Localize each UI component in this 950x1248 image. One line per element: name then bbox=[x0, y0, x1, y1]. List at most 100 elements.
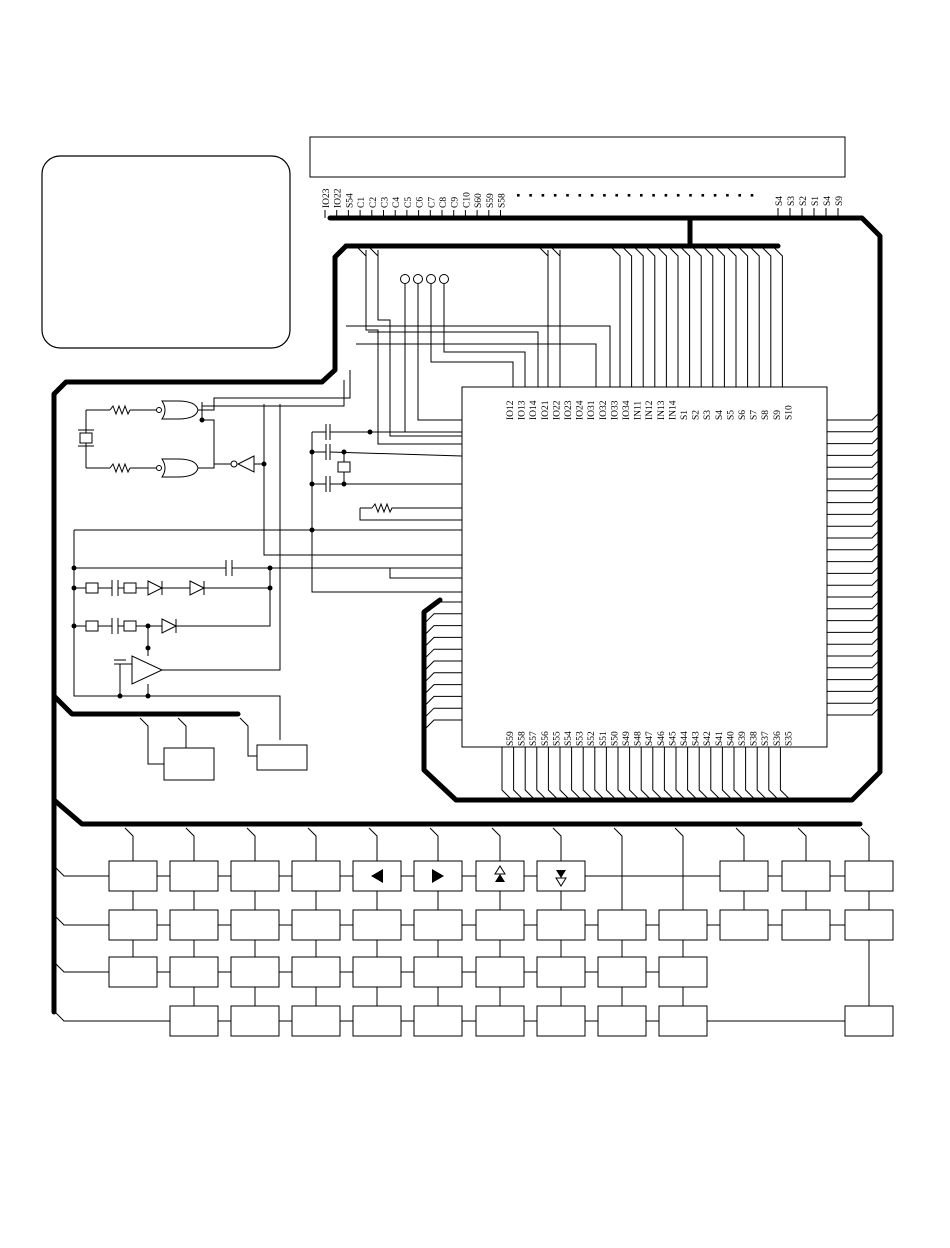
keypad-key[interactable] bbox=[659, 910, 707, 940]
keypad-key[interactable] bbox=[292, 957, 340, 987]
ic-bottom-trace bbox=[560, 747, 568, 798]
keypad-key[interactable] bbox=[845, 910, 893, 940]
ic-pin-label: S45 bbox=[668, 731, 678, 746]
note-box bbox=[42, 156, 290, 348]
ic-pin-label: S52 bbox=[587, 731, 597, 746]
keypad-key[interactable] bbox=[353, 957, 401, 987]
ic-right-trace bbox=[827, 589, 880, 597]
keypad-column-line bbox=[125, 828, 133, 972]
ic-left-trace bbox=[426, 614, 462, 622]
ic-bottom-trace bbox=[653, 747, 661, 798]
keypad-key[interactable] bbox=[353, 910, 401, 940]
ic-pin-label: S50 bbox=[610, 731, 620, 746]
ellipsis-dot bbox=[603, 194, 606, 197]
keypad-key[interactable] bbox=[292, 910, 340, 940]
ic-pin-label: S49 bbox=[622, 731, 632, 746]
keypad-key[interactable] bbox=[170, 910, 218, 940]
keypad-key[interactable] bbox=[476, 957, 524, 987]
ic-right-trace bbox=[827, 506, 880, 514]
keypad-key[interactable] bbox=[414, 1006, 462, 1036]
keypad-key[interactable] bbox=[231, 910, 279, 940]
ellipsis-dot bbox=[714, 194, 717, 197]
ic-pin-label: S38 bbox=[750, 731, 760, 746]
keypad-key[interactable] bbox=[170, 957, 218, 987]
keypad-key[interactable] bbox=[170, 861, 218, 891]
ic-bottom-trace bbox=[780, 747, 788, 798]
ic-pin-label: S47 bbox=[645, 731, 655, 746]
ic-pin-label: IO21 bbox=[541, 400, 551, 420]
ellipsis-dot bbox=[665, 194, 668, 197]
keypad-key[interactable] bbox=[231, 861, 279, 891]
keypad-key[interactable] bbox=[109, 910, 157, 940]
ic-pin-label: S43 bbox=[692, 731, 702, 746]
ic-pin-label: S4 bbox=[715, 410, 725, 420]
ic-left-trace bbox=[426, 661, 462, 669]
keypad-key[interactable] bbox=[353, 1006, 401, 1036]
keypad-key[interactable] bbox=[109, 957, 157, 987]
keypad-key[interactable] bbox=[537, 910, 585, 940]
ic-pin-label: S10 bbox=[784, 405, 794, 420]
ic-pin-label: IO34 bbox=[622, 400, 632, 420]
ic-pin-label: IN11 bbox=[634, 401, 644, 420]
keypad-key[interactable] bbox=[414, 957, 462, 987]
ic-pin-label: S5 bbox=[726, 410, 736, 420]
ellipsis-dot bbox=[640, 194, 643, 197]
bus-tick bbox=[552, 248, 560, 256]
ellipsis-dot bbox=[591, 194, 594, 197]
keypad-key[interactable] bbox=[292, 861, 340, 891]
ic-bottom-trace bbox=[514, 747, 522, 798]
connector-ellipsis-dots bbox=[517, 194, 753, 197]
keypad-key[interactable] bbox=[476, 1006, 524, 1036]
keypad-key[interactable] bbox=[782, 910, 830, 940]
ellipsis-dot bbox=[689, 194, 692, 197]
ic-left-trace bbox=[426, 649, 462, 657]
ic-pin-label: S54 bbox=[564, 731, 574, 746]
keypad-key[interactable] bbox=[659, 957, 707, 987]
connector-pin-label: C1 bbox=[357, 197, 367, 208]
ic-top-trace bbox=[774, 248, 782, 387]
keypad-key[interactable] bbox=[537, 957, 585, 987]
keypad-key[interactable] bbox=[170, 1006, 218, 1036]
keypad-key[interactable] bbox=[659, 1006, 707, 1036]
connector-pin-label: C5 bbox=[404, 197, 414, 208]
keypad-key[interactable] bbox=[720, 910, 768, 940]
keypad-key[interactable] bbox=[109, 861, 157, 891]
keypad-key[interactable] bbox=[414, 910, 462, 940]
ic-bottom-trace bbox=[676, 747, 684, 798]
ic-pin-label: S44 bbox=[680, 731, 690, 746]
ic-right-trace bbox=[827, 683, 880, 691]
keypad-key[interactable] bbox=[598, 910, 646, 940]
keypad-key[interactable] bbox=[845, 1006, 893, 1036]
ic-pin-label: IO13 bbox=[518, 400, 528, 420]
ic-bottom-pin-labels: S59S58S57S56S55S54S53S52S51S50S49S48S47S… bbox=[506, 731, 794, 746]
ellipsis-dot bbox=[542, 194, 545, 197]
ic-right-trace bbox=[827, 412, 880, 420]
ic-right-trace bbox=[827, 601, 880, 609]
keypad-key[interactable] bbox=[537, 1006, 585, 1036]
ic-pin-label: S37 bbox=[761, 731, 771, 746]
keypad-key[interactable] bbox=[720, 861, 768, 891]
keypad-key[interactable] bbox=[782, 861, 830, 891]
keypad-key[interactable] bbox=[598, 957, 646, 987]
connector-pin-label: S1 bbox=[811, 196, 821, 206]
ic-right-trace bbox=[827, 436, 880, 444]
ic-bottom-trace bbox=[606, 747, 614, 798]
connector-pin-label: S2 bbox=[799, 196, 809, 206]
keypad-key[interactable] bbox=[598, 1006, 646, 1036]
ic-bottom-trace bbox=[711, 747, 719, 798]
connector-pin-label: S58 bbox=[498, 193, 508, 208]
connector-pin-label: C2 bbox=[369, 197, 379, 208]
keypad-key[interactable] bbox=[845, 861, 893, 891]
connector-pin-label: C10 bbox=[462, 192, 472, 208]
keypad-key[interactable] bbox=[231, 957, 279, 987]
ic-bottom-trace bbox=[548, 747, 556, 798]
keypad-key[interactable] bbox=[231, 1006, 279, 1036]
ic-pin-label: S46 bbox=[657, 731, 667, 746]
connector-pin-label: S3 bbox=[787, 196, 797, 206]
keypad-key[interactable] bbox=[476, 910, 524, 940]
ic-top-trace bbox=[693, 248, 701, 387]
ic-right-trace bbox=[827, 495, 880, 503]
ic-right-trace bbox=[827, 660, 880, 668]
keypad-key[interactable] bbox=[292, 1006, 340, 1036]
